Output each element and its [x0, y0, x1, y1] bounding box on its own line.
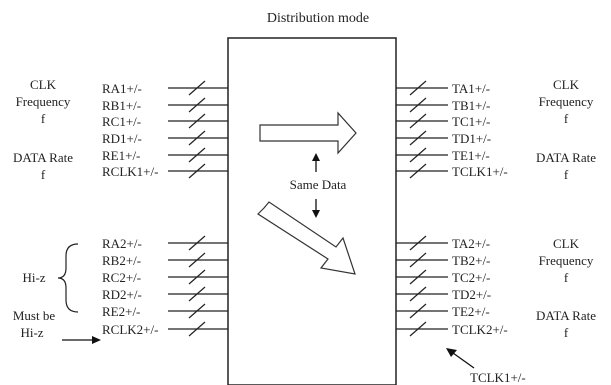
- left-pin-label: RB2+/-: [102, 253, 141, 268]
- right-bus-slash: [409, 163, 427, 179]
- left-note: DATA Rate: [13, 150, 73, 165]
- left-pin-label: RC1+/-: [102, 114, 141, 129]
- right-bus-slash: [409, 235, 427, 251]
- left-bus-slash: [188, 321, 206, 337]
- hi-z-brace: [57, 243, 79, 313]
- central-device-box: [227, 37, 397, 385]
- left-bus-slash: [188, 235, 206, 251]
- same-data-arrowhead-down: [312, 210, 320, 218]
- left-bus-slash: [188, 286, 206, 302]
- right-note: f: [564, 325, 569, 340]
- right-bus-slash: [409, 269, 427, 285]
- left-note: CLK: [30, 77, 57, 92]
- left-pin-label: RA1+/-: [102, 81, 142, 96]
- left-note: f: [41, 167, 46, 182]
- left-note-hi-z: Hi-z: [22, 270, 45, 285]
- left-pin-label: RA2+/-: [102, 236, 142, 251]
- right-note: f: [564, 270, 569, 285]
- left-pin-label: RB1+/-: [102, 98, 141, 113]
- left-pin-label: RD1+/-: [102, 131, 142, 146]
- left-bus-slash: [188, 113, 206, 129]
- right-pin-label: TE2+/-: [452, 304, 490, 319]
- left-bus-slash: [188, 252, 206, 268]
- right-bus-slash: [409, 303, 427, 319]
- right-note: Frequency: [539, 253, 594, 268]
- left-bus-slash: [188, 80, 206, 96]
- left-pin-label: RE2+/-: [102, 304, 140, 319]
- left-bus-slash: [188, 97, 206, 113]
- tclk1-pointer-arrowhead: [446, 348, 457, 357]
- right-pin-label: TCLK1+/-: [452, 164, 508, 179]
- left-pin-label: RC2+/-: [102, 270, 141, 285]
- right-bus-slash: [409, 286, 427, 302]
- left-bus-slash: [188, 303, 206, 319]
- right-pin-label: TA2+/-: [452, 236, 490, 251]
- right-note: CLK: [553, 77, 580, 92]
- right-note: DATA Rate: [536, 150, 596, 165]
- right-bus-slash: [409, 97, 427, 113]
- right-bus-slash: [409, 147, 427, 163]
- right-bus-slash: [409, 130, 427, 146]
- tclk1-pointer-arrow: [452, 352, 475, 369]
- left-bus-slash: [188, 269, 206, 285]
- right-bus-slash: [409, 252, 427, 268]
- left-note-hi-z-2: Hi-z: [20, 325, 43, 340]
- left-bus-slash: [188, 147, 206, 163]
- left-note: Frequency: [16, 94, 71, 109]
- right-note: f: [564, 111, 569, 126]
- right-pin-label: TD2+/-: [452, 287, 491, 302]
- diagonal-data-arrow: [257, 201, 356, 275]
- right-pin-label: TE1+/-: [452, 148, 490, 163]
- right-pin-label: TB1+/-: [452, 98, 490, 113]
- left-bus-slash: [188, 163, 206, 179]
- rclk2-pointer-arrowhead: [92, 336, 101, 344]
- right-pin-label: TA1+/-: [452, 81, 490, 96]
- left-pin-label: RE1+/-: [102, 148, 140, 163]
- left-pin-label: RCLK1+/-: [102, 164, 158, 179]
- upper-data-arrow: [259, 111, 357, 155]
- bottom-tclk1-label: TCLK1+/-: [470, 370, 526, 385]
- right-pin-label: TB2+/-: [452, 253, 490, 268]
- right-pin-label: TC2+/-: [452, 270, 490, 285]
- right-note: DATA Rate: [536, 308, 596, 323]
- right-pin-label: TD1+/-: [452, 131, 491, 146]
- diagram-title: Distribution mode: [267, 11, 369, 26]
- right-bus-slash: [409, 80, 427, 96]
- left-bus-slash: [188, 130, 206, 146]
- right-note: Frequency: [539, 94, 594, 109]
- left-note-must-be: Must be: [13, 308, 55, 323]
- right-bus-slash: [409, 321, 427, 337]
- right-pin-label: TCLK2+/-: [452, 322, 508, 337]
- right-pin-label: TC1+/-: [452, 114, 490, 129]
- right-bus-slash: [409, 113, 427, 129]
- right-note: f: [564, 167, 569, 182]
- right-note: CLK: [553, 236, 580, 251]
- left-pin-label: RD2+/-: [102, 287, 142, 302]
- same-data-label: Same Data: [290, 177, 347, 192]
- same-data-arrowhead-up: [312, 153, 320, 161]
- left-note: f: [41, 111, 46, 126]
- left-pin-label: RCLK2+/-: [102, 322, 158, 337]
